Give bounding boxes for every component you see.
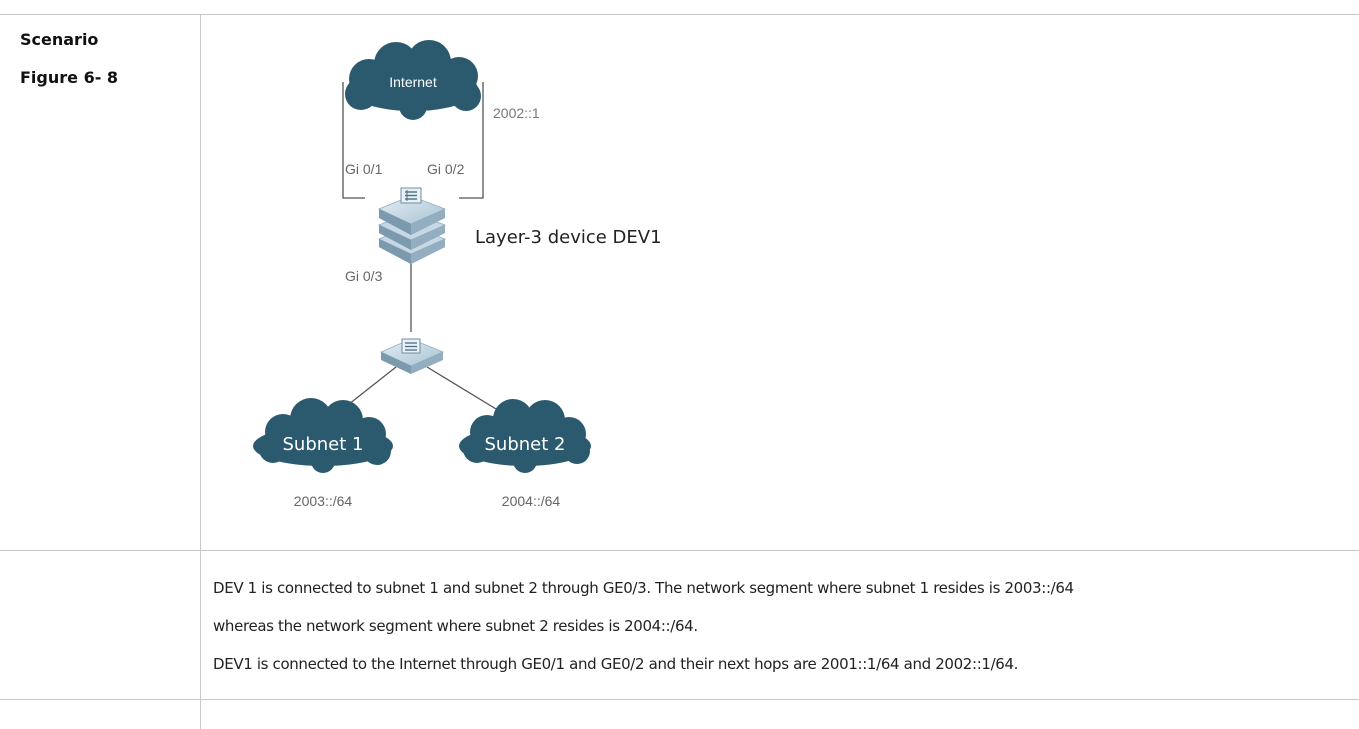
port-gi03-label: Gi 0/3 — [345, 268, 383, 284]
link-gi02 — [459, 82, 484, 199]
subnet1-prefix: 2003::/64 — [294, 493, 353, 509]
subnet1-cloud-icon — [253, 398, 393, 473]
layer3-switch-icon — [378, 187, 447, 264]
description-line-1: DEV 1 is connected to subnet 1 and subne… — [213, 579, 1074, 597]
internet-cloud-icon — [345, 40, 481, 120]
network-topology-diagram: Internet 2002::1 Gi 0/1 Gi 0/2 Gi 0/3 — [253, 40, 662, 509]
link-subnet2 — [426, 366, 502, 413]
device-label: Layer-3 device DEV1 — [475, 227, 662, 248]
next-hop-label: 2002::1 — [493, 105, 540, 121]
figure-label: Figure 6- 8 — [20, 68, 119, 87]
port-gi02-label: Gi 0/2 — [427, 161, 465, 177]
table-row-divider — [0, 699, 1359, 700]
link-gi01 — [342, 82, 365, 199]
subnet2-label: Subnet 2 — [485, 434, 566, 455]
access-switch-icon — [380, 338, 445, 374]
port-gi01-label: Gi 0/1 — [345, 161, 383, 177]
scenario-label: Scenario — [20, 30, 99, 49]
internet-label: Internet — [389, 74, 437, 90]
table-row-divider — [0, 550, 1359, 551]
description-line-3: DEV1 is connected to the Internet throug… — [213, 655, 1019, 673]
subnet1-label: Subnet 1 — [283, 434, 364, 455]
description-line-2: whereas the network segment where subnet… — [213, 617, 698, 635]
subnet2-cloud-icon — [459, 399, 591, 473]
table-column-divider — [200, 14, 201, 729]
table-top-border — [0, 14, 1359, 15]
subnet2-prefix: 2004::/64 — [502, 493, 561, 509]
